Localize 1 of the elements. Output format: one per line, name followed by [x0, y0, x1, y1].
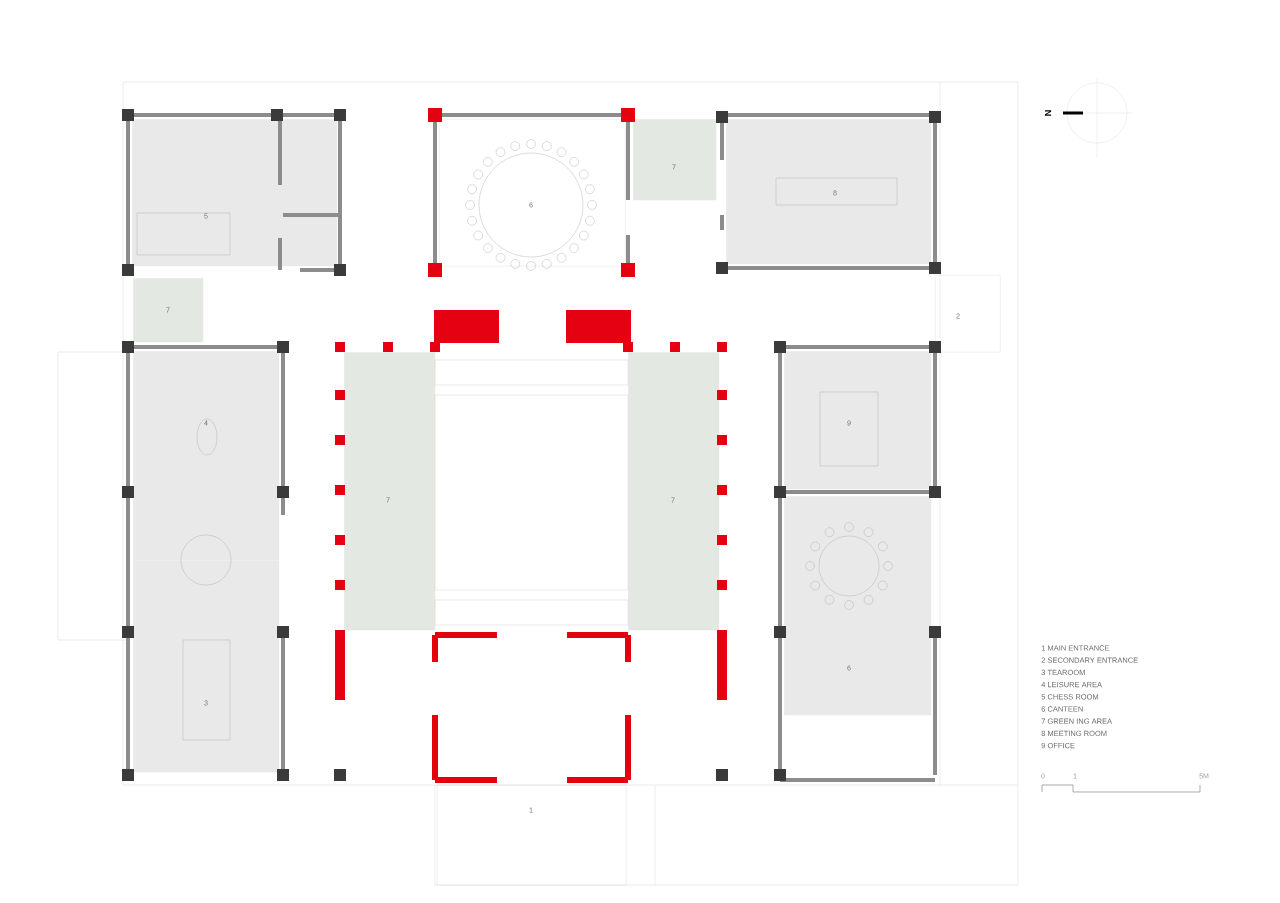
north-label: N — [1044, 110, 1052, 116]
